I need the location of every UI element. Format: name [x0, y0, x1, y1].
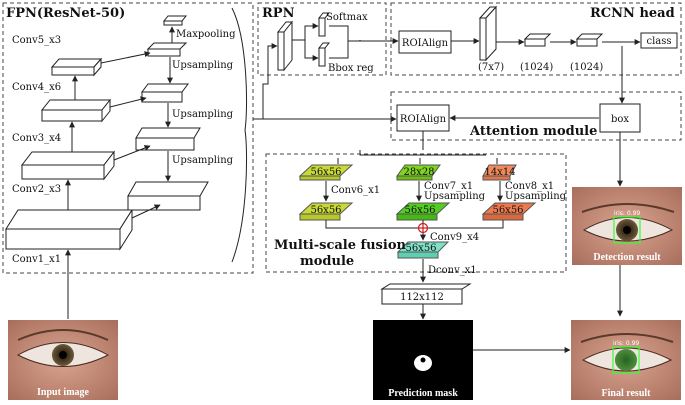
rcnn-box [390, 2, 682, 76]
p3-block [135, 127, 201, 151]
label-conv5: Conv5_x3 [12, 35, 61, 46]
msf-112-block [380, 283, 472, 305]
detection-image [572, 187, 682, 265]
rcnn-roialign-label: ROIAlign [402, 38, 449, 49]
msf-in-28-block [396, 164, 441, 181]
msf-in-14-block [482, 164, 517, 181]
sum-node-icon [417, 222, 429, 234]
p5-block [146, 42, 188, 57]
msf-in-56-label: 56x56 [310, 167, 341, 178]
msf-out-3-label: 56x56 [492, 205, 523, 216]
rcnn-fc1-block [523, 33, 552, 47]
label-conv8-up: Upsampling [505, 191, 567, 202]
rcnn-roialign-box [398, 30, 452, 54]
p4-block [141, 83, 189, 103]
msf-in-56-block [298, 164, 354, 181]
label-conv7-up: Upsampling [424, 191, 486, 202]
p2-block [127, 181, 209, 211]
msf-title-line2: module [300, 254, 354, 269]
label-upsampling-1: Upsampling [172, 60, 234, 71]
label-conv8: Conv8_x1 [505, 181, 554, 192]
rcnn-size-1024a: (1024) [520, 62, 553, 73]
prediction-mask-caption: Prediction mask [388, 388, 458, 399]
rcnn-size-1024b: (1024) [570, 62, 603, 73]
label-maxpooling: Maxpooling [176, 29, 236, 40]
rpn-box [257, 2, 387, 76]
p-max-block [162, 15, 188, 26]
final-caption: Final result [602, 388, 652, 399]
conv4-block [50, 57, 103, 77]
msf-box [265, 153, 567, 273]
prediction-mask-image [373, 320, 473, 400]
fpn-bracket [231, 7, 248, 263]
label-conv7: Conv7_x1 [424, 181, 473, 192]
msf-112-label: 112x112 [400, 292, 444, 303]
label-conv4: Conv4_x6 [12, 82, 61, 93]
rcnn-class-box [640, 32, 678, 49]
msf-out-2-label: 56x56 [404, 205, 435, 216]
msf-fused-label: 56x56 [405, 243, 436, 254]
msf-out-2-block [395, 202, 451, 221]
attention-roialign-label: ROIAlign [400, 114, 447, 125]
input-image [8, 320, 118, 400]
fpn-title: FPN(ResNet-50) [6, 6, 125, 21]
conv3-block [40, 98, 112, 123]
rpn-title: RPN [262, 6, 295, 21]
rcnn-fc2-block [575, 33, 604, 47]
label-upsampling-3: Upsampling [172, 155, 234, 166]
msf-fused-block [396, 241, 450, 259]
label-bbox-reg: Bbox reg [328, 63, 374, 74]
final-iris-score: iris: 0.99 [613, 340, 639, 347]
msf-out-1-block [298, 202, 354, 221]
rpn-softmax-block [317, 12, 331, 37]
rcnn-title: RCNN head [590, 6, 675, 21]
msf-out-3-block [481, 202, 537, 221]
label-upsampling-2: Upsampling [172, 109, 234, 120]
input-image-caption: Input image [37, 387, 90, 398]
msf-in-14-label: 14x14 [484, 167, 515, 178]
label-conv6: Conv6_x1 [331, 185, 380, 196]
rpn-conv-block [276, 20, 294, 72]
rcnn-7x7-block [478, 5, 498, 62]
label-softmax: Softmax [326, 12, 368, 23]
fpn-box [2, 2, 254, 274]
rcnn-class-label: class [646, 36, 671, 47]
label-conv2: Conv2_x3 [12, 184, 61, 195]
msf-in-28-label: 28x28 [403, 167, 434, 178]
msf-out-1-label: 56x56 [310, 205, 341, 216]
label-conv1: Conv1_x1 [12, 254, 61, 265]
label-dconv: Dconv_x1 [428, 265, 477, 276]
msf-title-line1: Multi-scale fusion [274, 238, 406, 253]
detection-iris-score: iris: 0.99 [614, 210, 640, 217]
rpn-bbox-block [317, 42, 331, 67]
attention-title: Attention module [469, 124, 597, 139]
detection-caption: Detection result [593, 252, 661, 263]
attention-roialign-box [396, 104, 450, 132]
label-conv3: Conv3_x4 [12, 133, 61, 144]
conv2-block [20, 150, 116, 181]
conv1-block [5, 208, 133, 251]
rcnn-size-7x7: (7x7) [478, 62, 504, 73]
attention-box-label: box [611, 114, 629, 125]
final-image [571, 320, 681, 400]
label-conv9: Conv9_x4 [430, 232, 479, 243]
